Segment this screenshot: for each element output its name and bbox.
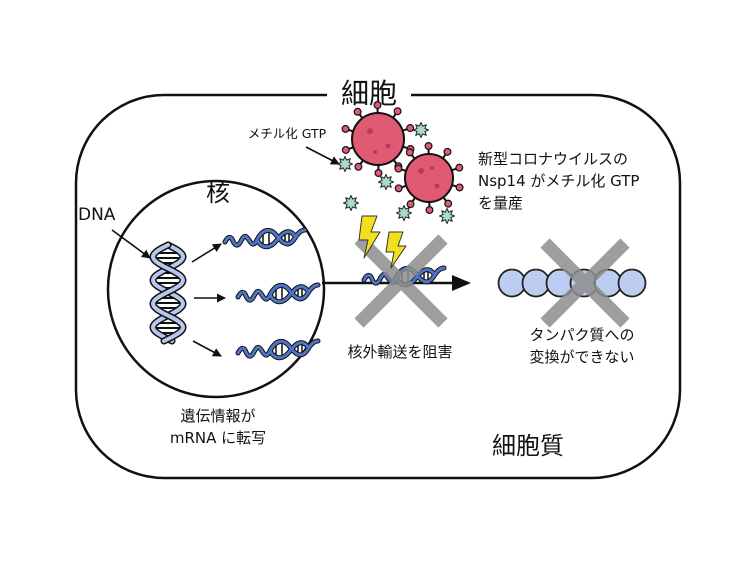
dna-double-helix bbox=[149, 241, 187, 345]
methylated-gtp-particle bbox=[343, 195, 359, 211]
virus-body bbox=[404, 153, 454, 203]
cell-label: 細胞 bbox=[341, 77, 397, 110]
protein-block-line2: 変換ができない bbox=[529, 348, 634, 366]
virus-spike-tip bbox=[424, 142, 433, 151]
virus-surface-spot bbox=[373, 150, 377, 154]
virus-spike-tip bbox=[354, 162, 363, 171]
lightning-bolt bbox=[358, 215, 381, 259]
virus-spike-tip bbox=[425, 205, 434, 214]
virus-note-line1: 新型コロナウイルスの bbox=[478, 150, 628, 168]
virus-particle bbox=[341, 101, 415, 177]
dna-strand bbox=[150, 243, 186, 343]
protein-chain bbox=[497, 268, 647, 298]
transcription-caption-line2: mRNA に転写 bbox=[170, 429, 266, 447]
transcription-caption-line1: 遺伝情報が bbox=[180, 407, 255, 425]
virus-spike-tip bbox=[373, 101, 382, 110]
methylated-gtp-particle bbox=[396, 205, 412, 221]
virus-body bbox=[351, 112, 405, 166]
transcription-arrow bbox=[191, 243, 222, 263]
virus-spike-tip bbox=[406, 200, 415, 209]
virus-spike-tip bbox=[455, 183, 464, 192]
lightning-bolt bbox=[385, 231, 407, 269]
virus-surface-spot bbox=[434, 183, 440, 189]
amino-acid-bead bbox=[617, 268, 647, 298]
dna-label: DNA bbox=[78, 205, 116, 225]
methylated-gtp-particle bbox=[413, 122, 429, 138]
protein-block-line1: タンパク質への bbox=[529, 326, 634, 344]
virus-spike-tip bbox=[394, 164, 403, 173]
transcription-arrow bbox=[192, 340, 222, 357]
virus-surface-spot bbox=[430, 166, 434, 170]
virus-spike-tip bbox=[374, 168, 383, 177]
methylated-gtp-cluster bbox=[337, 122, 455, 224]
cell-label-gap bbox=[327, 84, 411, 106]
virus-spike-tip bbox=[393, 107, 402, 116]
virus-note-line3: を量産 bbox=[478, 194, 523, 212]
virus-note-line2: Nsp14 がメチル化 GTP bbox=[478, 172, 639, 190]
amino-acid-bead bbox=[497, 268, 527, 298]
dna-pointer-arrow bbox=[111, 229, 151, 259]
export-block-x-mark bbox=[354, 234, 448, 328]
virus-spike-tip bbox=[444, 199, 453, 208]
nuclear-export-arrowhead bbox=[452, 275, 471, 291]
virus-surface-spot bbox=[385, 143, 391, 149]
virus-spike-tip bbox=[341, 145, 350, 154]
export-block-label: 核外輸送を阻害 bbox=[347, 343, 452, 361]
methylated-gtp-particle bbox=[337, 156, 353, 172]
methylated-gtp-arrow bbox=[305, 146, 340, 165]
protein-block-x-mark bbox=[540, 238, 630, 328]
virus-spike-tip bbox=[405, 148, 414, 157]
virus-spike-tip bbox=[406, 124, 415, 133]
cytoplasm-label: 細胞質 bbox=[492, 432, 564, 460]
virus-surface-spot bbox=[418, 168, 424, 174]
virus-spike-tip bbox=[443, 147, 452, 156]
nucleus-label: 核 bbox=[206, 179, 230, 207]
methylated-gtp-particle bbox=[378, 174, 394, 190]
amino-acid-bead bbox=[521, 268, 551, 298]
virus-particle bbox=[394, 142, 464, 214]
methylated-gtp-label: メチル化 GTP bbox=[248, 126, 327, 141]
virus-spike-tip bbox=[341, 124, 350, 133]
virus-spike-tip bbox=[455, 163, 464, 172]
virus-spike-tip bbox=[394, 184, 403, 193]
virus-surface-spot bbox=[367, 128, 373, 134]
virus-spike-tip bbox=[353, 107, 362, 116]
virus-spikes bbox=[394, 142, 464, 214]
methylated-gtp-particle bbox=[439, 208, 455, 224]
